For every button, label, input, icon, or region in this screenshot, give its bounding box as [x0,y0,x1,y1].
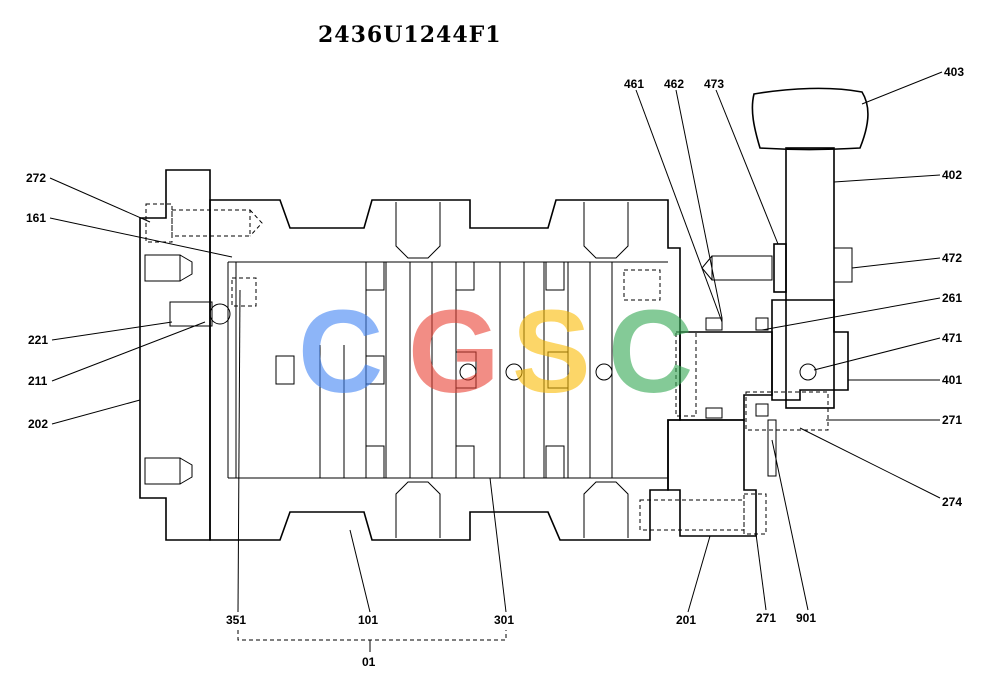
left-cover [139,169,231,541]
label-351: 351 [226,613,246,627]
label-274: 274 [942,495,962,509]
label-461: 461 [624,77,644,91]
label-462: 462 [664,77,684,91]
bolt-272 [145,203,263,243]
part-labels: 272 161 221 211 202 461 462 473 403 402 … [26,65,964,669]
label-01: 01 [362,655,376,669]
leader-lines [49,71,943,652]
watermark-logo: C G S C [298,286,693,418]
watermark-letter-s: S [512,286,591,418]
label-472: 472 [942,251,962,265]
watermark-letter-c: C [298,286,383,418]
label-211: 211 [28,374,48,388]
label-901: 901 [796,611,816,625]
label-301: 301 [494,613,514,627]
label-221: 221 [28,333,48,347]
watermark-letter-g: G [408,286,500,418]
label-201: 201 [676,613,696,627]
label-101: 101 [358,613,378,627]
label-403: 403 [944,65,964,79]
valve-body [209,199,681,541]
label-271-bottom: 271 [756,611,776,625]
label-272: 272 [26,171,46,185]
label-473: 473 [704,77,724,91]
label-401: 401 [942,373,962,387]
label-261: 261 [942,291,962,305]
label-271-right: 271 [942,413,962,427]
label-161: 161 [26,211,46,225]
label-402: 402 [942,168,962,182]
label-471: 471 [942,331,962,345]
lever-assembly [701,87,869,477]
drawing-number: 2436U1244F1 [318,22,502,48]
watermark-letter-c2: C [608,286,693,418]
label-202: 202 [28,417,48,431]
